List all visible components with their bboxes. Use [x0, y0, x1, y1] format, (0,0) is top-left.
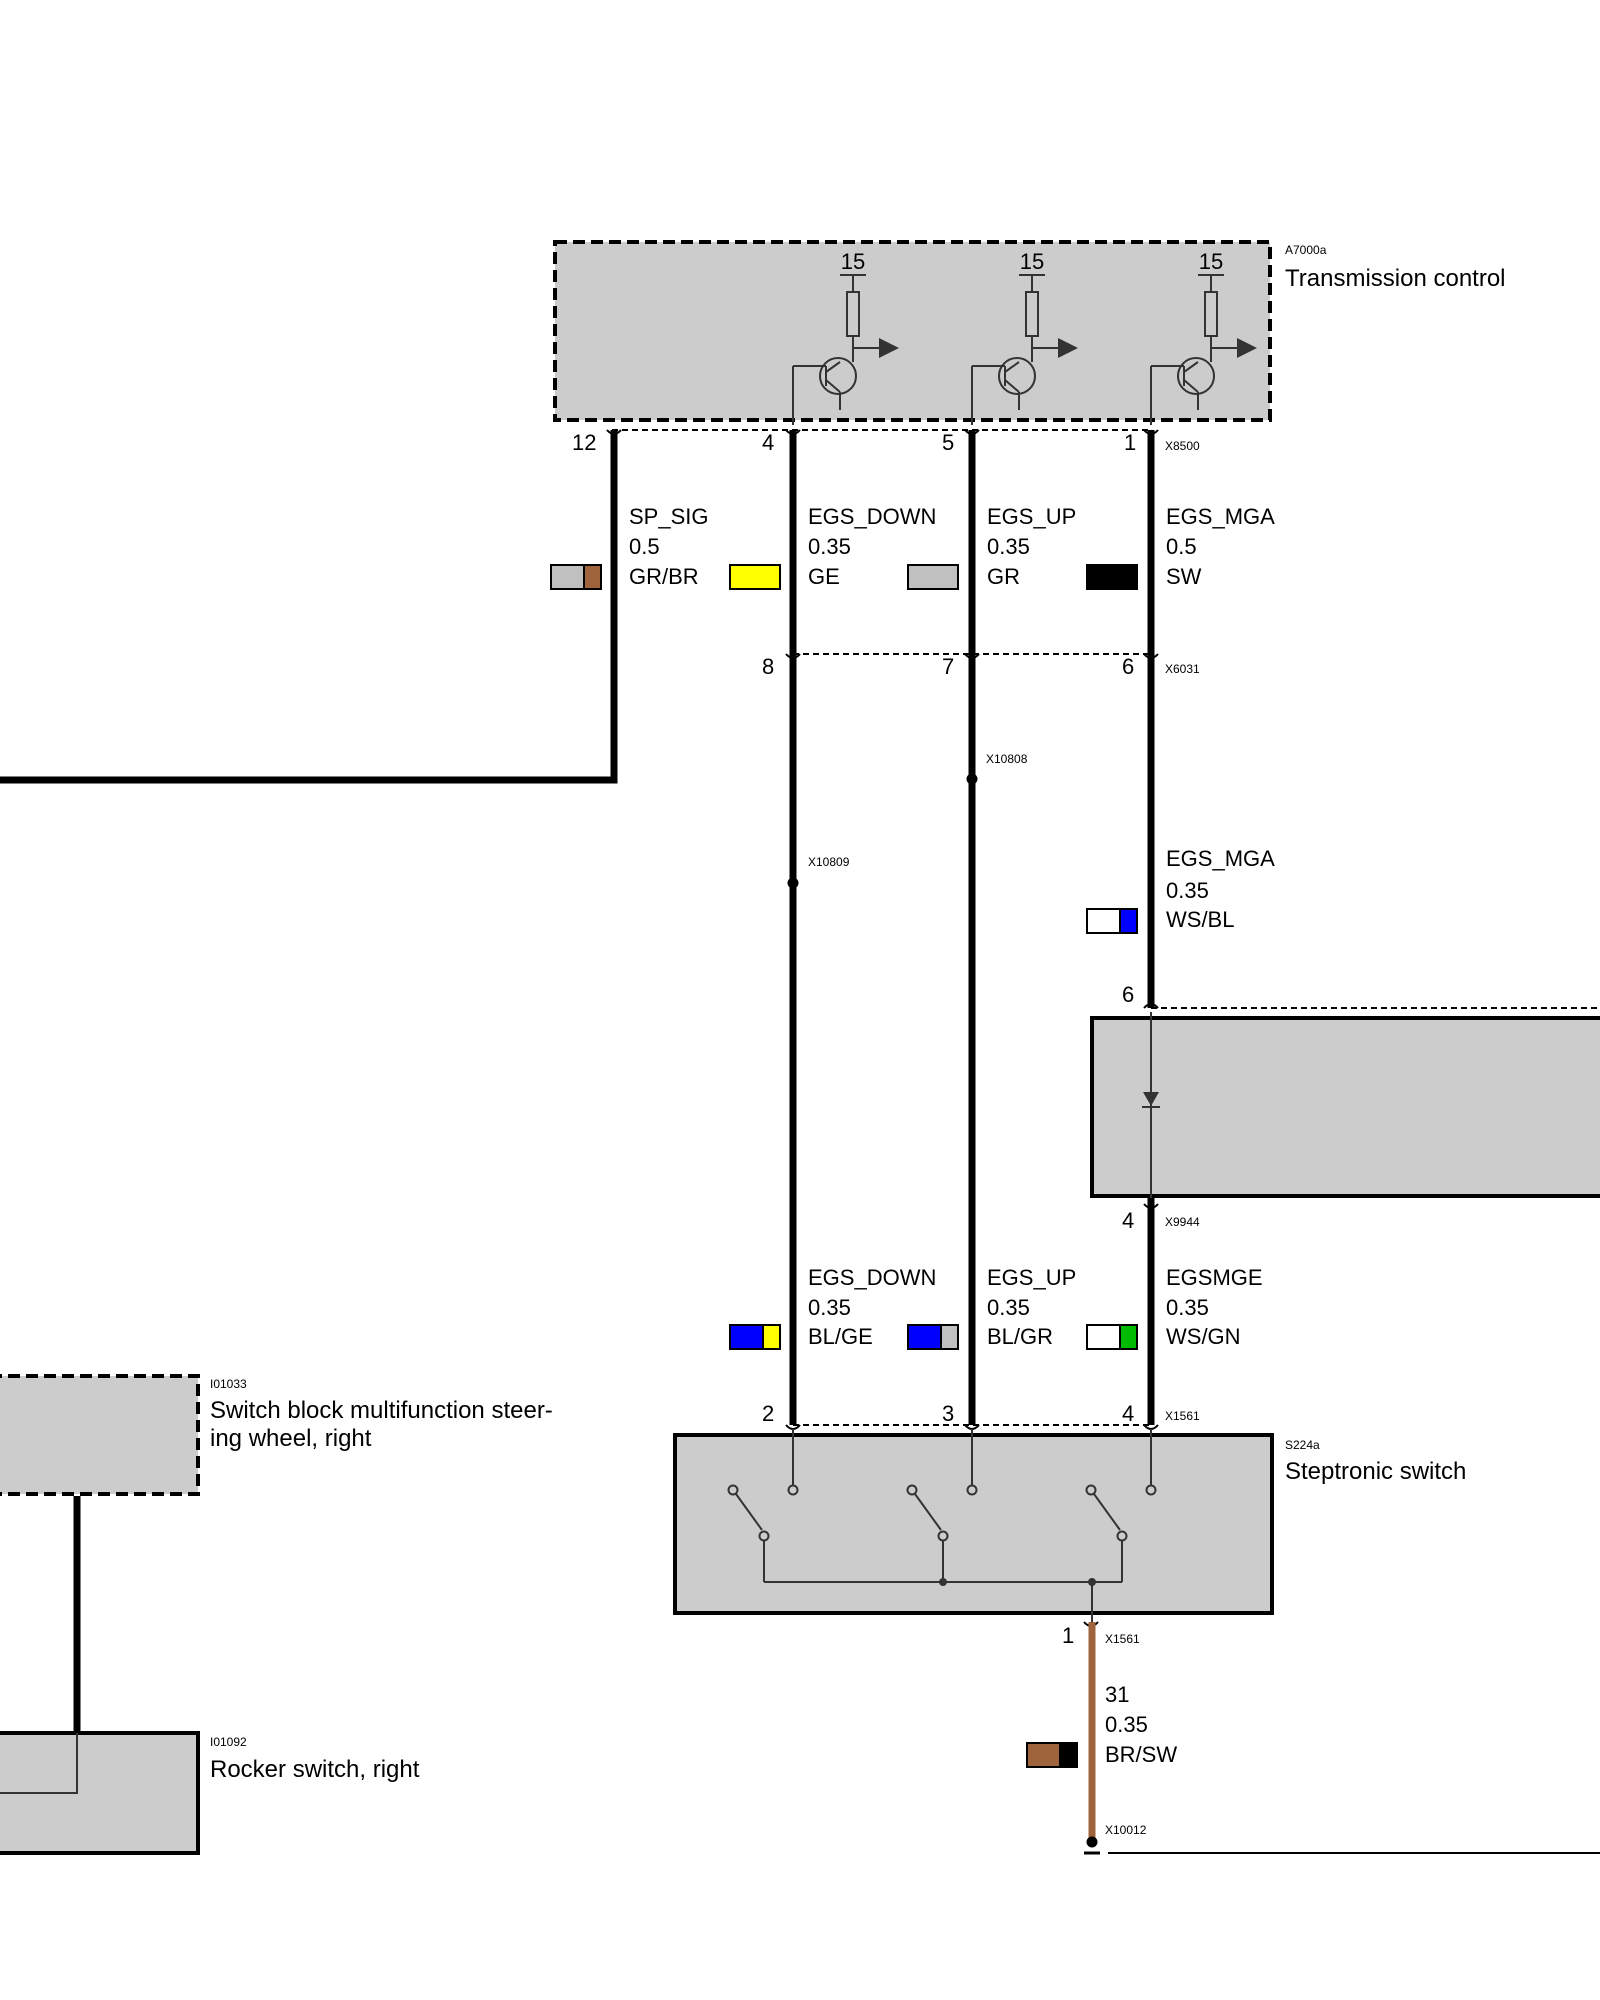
driver-stage-mga	[1150, 275, 1257, 425]
pin-s224-2: 2	[762, 1401, 774, 1426]
pin-x6031-6: 6	[1122, 654, 1134, 679]
switch-block-name-line2: ing wheel, right	[210, 1425, 372, 1452]
wire-egs-down-bot-size: 0.35	[808, 1295, 851, 1320]
wire-egs-mga-mid-color: WS/BL	[1166, 907, 1234, 932]
pin-s224-4: 4	[1122, 1401, 1134, 1426]
wire-egs-mga-top-size: 0.5	[1166, 534, 1197, 559]
rocker-switch-module[interactable]	[0, 1731, 200, 1855]
pin-mid-4: 4	[1122, 1208, 1134, 1233]
connector-x8500-label: X8500	[1165, 439, 1200, 453]
pin-x6031-7: 7	[942, 654, 954, 679]
swatch-sp-sig	[550, 564, 602, 590]
splice-x10808[interactable]	[966, 773, 978, 785]
driver-stage-down	[792, 275, 899, 425]
pin-x6031-8: 8	[762, 654, 774, 679]
switch-block-name-line1: Switch block multifunction steer-	[210, 1397, 553, 1424]
wire-sp-sig-color: GR/BR	[629, 564, 699, 589]
connector-x9944-label: X9944	[1165, 1215, 1200, 1229]
supply-label-down: 15	[841, 249, 865, 274]
diode-icon	[1143, 1092, 1159, 1106]
connector-x1561-top-label: X1561	[1165, 1409, 1200, 1423]
wire-egs-down-top-color: GE	[808, 564, 840, 589]
swatch-ground	[1026, 1742, 1078, 1768]
steptronic-switch-module[interactable]	[673, 1429, 1274, 1622]
swatch-egs-mga-mid	[1086, 908, 1138, 934]
wire-egs-up-top-size: 0.35	[987, 534, 1030, 559]
pin-a7000-5: 5	[942, 430, 954, 455]
ground-point-x10012[interactable]	[1086, 1836, 1098, 1848]
connector-x1561-bottom-label: X1561	[1105, 1632, 1140, 1646]
pin-mid-6: 6	[1122, 982, 1134, 1007]
swatch-egs-down-bot	[729, 1324, 781, 1350]
pin-a7000-1: 1	[1124, 430, 1136, 455]
wire-sp-sig[interactable]	[0, 430, 618, 784]
wire-egs-down-bot-color: BL/GE	[808, 1324, 873, 1349]
wire-egs-up-bot-signal: EGS_UP	[987, 1265, 1076, 1290]
wire-sp-sig-signal: SP_SIG	[629, 504, 708, 529]
wire-egs-up-bot-color: BL/GR	[987, 1324, 1053, 1349]
steptronic-switch-name: Steptronic switch	[1285, 1458, 1466, 1485]
transmission-control-name: Transmission control	[1285, 265, 1506, 292]
wire-egs-down-bot-signal: EGS_DOWN	[808, 1265, 936, 1290]
wire-ground-size: 0.35	[1105, 1712, 1148, 1737]
supply-label-mga: 15	[1199, 249, 1223, 274]
wire-ground-signal: 31	[1105, 1682, 1129, 1707]
pin-a7000-12: 12	[572, 430, 596, 455]
driver-stage-up	[971, 275, 1078, 425]
swatch-egs-up-bot	[907, 1324, 959, 1350]
splice-x10809-label: X10809	[808, 855, 850, 869]
connector-x10012-label: X10012	[1105, 1823, 1147, 1837]
wire-egs-up-bot-size: 0.35	[987, 1295, 1030, 1320]
pin-s224-1: 1	[1062, 1623, 1074, 1648]
diode-module[interactable]	[1090, 1007, 1600, 1198]
swatch-egs-up-top	[907, 564, 959, 590]
wire-egs-mga-top-signal: EGS_MGA	[1166, 504, 1275, 529]
supply-label-up: 15	[1020, 249, 1044, 274]
switch-block-id: I01033	[210, 1377, 247, 1391]
splice-x10809[interactable]	[787, 877, 799, 889]
wire-egs-mga-mid-size: 0.35	[1166, 878, 1209, 903]
wire-egs-mga-mid-signal: EGS_MGA	[1166, 846, 1275, 871]
wire-egs-up-top-color: GR	[987, 564, 1020, 589]
connector-x6031-label: X6031	[1165, 662, 1200, 676]
wire-egs-up-top-signal: EGS_UP	[987, 504, 1076, 529]
pin-s224-3: 3	[942, 1401, 954, 1426]
switch-block-module[interactable]	[0, 1374, 200, 1496]
wire-sp-sig-size: 0.5	[629, 534, 660, 559]
wire-egs-mga-top-color: SW	[1166, 564, 1202, 589]
transmission-control-module[interactable]	[553, 240, 1272, 425]
swatch-egs-mga-top	[1086, 564, 1138, 590]
wire-ground-color: BR/SW	[1105, 1742, 1177, 1767]
wire-egs-down-top-signal: EGS_DOWN	[808, 504, 936, 529]
swatch-egs-down-top	[729, 564, 781, 590]
swatch-egsmge-bot	[1086, 1324, 1138, 1350]
wire-egsmge-bot-size: 0.35	[1166, 1295, 1209, 1320]
pin-a7000-4: 4	[762, 430, 774, 455]
wire-egs-down-top-size: 0.35	[808, 534, 851, 559]
transmission-control-id: A7000a	[1285, 243, 1327, 257]
splice-x10808-label: X10808	[986, 752, 1028, 766]
steptronic-switch-id: S224a	[1285, 1438, 1320, 1452]
wire-egsmge-bot-color: WS/GN	[1166, 1324, 1241, 1349]
rocker-switch-id: I01092	[210, 1735, 247, 1749]
rocker-switch-name: Rocker switch, right	[210, 1756, 420, 1783]
wire-egsmge-bot-signal: EGSMGE	[1166, 1265, 1263, 1290]
